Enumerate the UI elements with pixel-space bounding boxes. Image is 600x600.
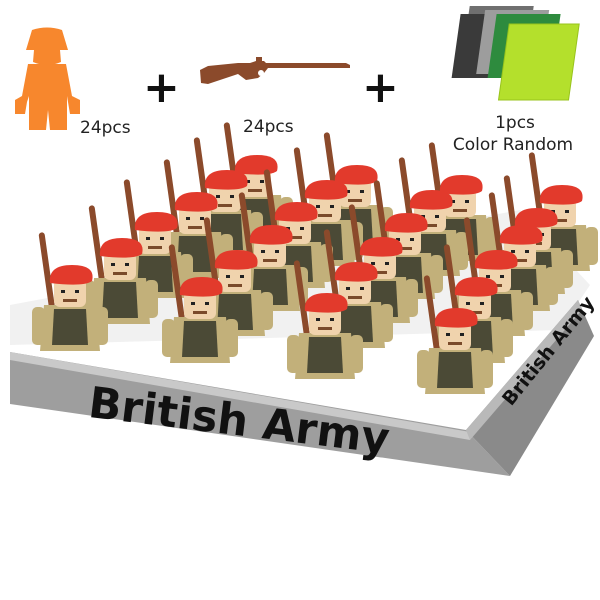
soldier-rows	[32, 122, 598, 394]
minifigure-silhouette-icon	[15, 27, 80, 130]
baseplates-icon	[451, 6, 580, 101]
plus-sign: +	[143, 62, 180, 113]
figure-quantity: 24pcs	[80, 118, 131, 138]
rifle-quantity: 24pcs	[243, 117, 294, 137]
rifle-icon	[200, 57, 350, 84]
baseplate-color-note: Color Random	[452, 135, 574, 155]
plus-sign: +	[362, 62, 399, 113]
baseplate-quantity: 1pcs	[495, 113, 535, 133]
